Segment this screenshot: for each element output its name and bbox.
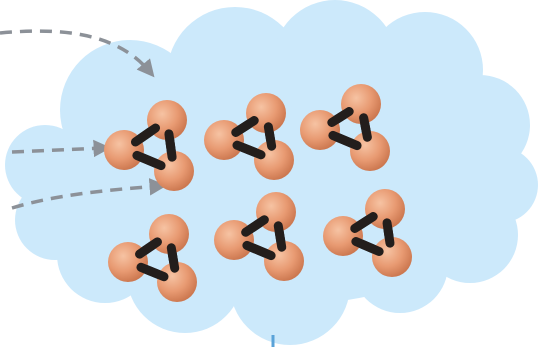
triatomic-molecule-5 <box>214 192 304 281</box>
bond-front <box>351 237 384 256</box>
bond-front <box>136 262 169 282</box>
bond-front <box>135 237 162 259</box>
atom <box>254 140 294 180</box>
bond-front <box>382 218 395 248</box>
incoming-arrow-middle <box>11 139 111 158</box>
bond-front <box>359 113 372 142</box>
triatomic-molecule-4 <box>108 214 197 302</box>
bond-front <box>132 150 166 171</box>
bond-front <box>263 122 277 151</box>
atom <box>154 151 194 191</box>
triatomic-molecule-3 <box>300 84 390 171</box>
atom <box>264 241 304 281</box>
atom <box>372 237 412 277</box>
atom <box>157 262 197 302</box>
bond-front <box>327 106 354 128</box>
bond-front <box>242 240 276 261</box>
triatomic-molecule-1 <box>104 100 194 191</box>
incoming-arrows <box>0 29 167 210</box>
bond-front <box>328 130 362 151</box>
incoming-arrow-top <box>0 29 155 78</box>
bond-front <box>164 129 177 162</box>
triatomic-molecule-6 <box>323 189 412 277</box>
bond-front <box>130 123 161 147</box>
molecules-group <box>104 84 412 302</box>
bond-front <box>241 215 269 237</box>
bond-front <box>273 221 287 252</box>
bond-front <box>232 140 266 160</box>
bond-front <box>350 212 378 233</box>
atom <box>350 131 390 171</box>
incoming-arrow-bottom <box>11 178 167 210</box>
bond-front <box>231 116 259 137</box>
bond-front <box>166 243 180 273</box>
triatomic-molecule-2 <box>204 93 294 180</box>
